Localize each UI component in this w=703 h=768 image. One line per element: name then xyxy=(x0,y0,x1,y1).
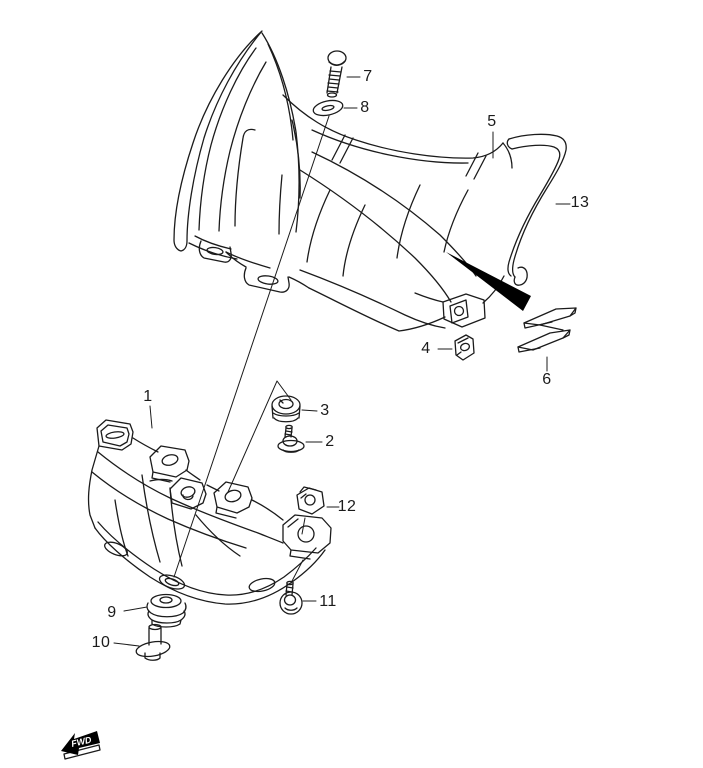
callout-3: 3 xyxy=(320,402,330,419)
emblem-part xyxy=(517,307,577,353)
leader-lines xyxy=(113,76,571,647)
callout-7: 7 xyxy=(363,68,373,85)
callout-9: 9 xyxy=(107,604,117,621)
screw-2-part xyxy=(277,424,305,453)
clip-nut-4-part xyxy=(454,334,475,361)
clip-nut-12-part xyxy=(296,486,325,515)
bolt-10-part xyxy=(135,623,171,661)
callout-11: 11 xyxy=(319,593,337,610)
callout-1: 1 xyxy=(143,388,153,405)
emblem-pointer-arrow xyxy=(446,252,531,311)
washer-8-part xyxy=(312,99,344,117)
cushion-9-part xyxy=(146,593,187,628)
front-bracket-part xyxy=(87,419,332,605)
callout-4: 4 xyxy=(421,340,431,357)
trim-molding-part xyxy=(506,133,567,286)
fwd-direction-badge: FWD xyxy=(61,731,101,760)
callout-6: 6 xyxy=(542,371,552,388)
callout-2: 2 xyxy=(325,433,335,450)
tank-front-cover-part xyxy=(225,94,513,332)
callout-12: 12 xyxy=(337,498,357,515)
screw-11-part xyxy=(279,580,303,615)
callout-10: 10 xyxy=(91,634,111,651)
cushion-grommet-3-part xyxy=(271,395,301,423)
screw-7-part xyxy=(326,50,347,98)
fwd-label: FWD xyxy=(70,734,93,748)
callout-13: 13 xyxy=(570,194,590,211)
callout-5: 5 xyxy=(487,113,497,130)
callout-8: 8 xyxy=(360,99,370,116)
cover-front-flap xyxy=(173,30,300,263)
